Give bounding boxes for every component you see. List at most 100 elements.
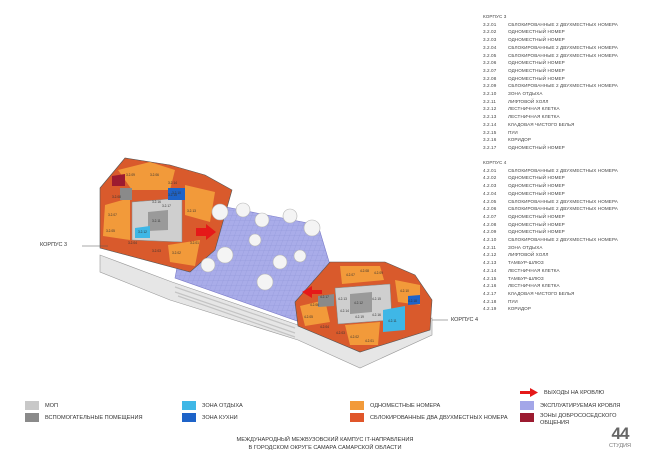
room-label: 4.2.03: [336, 331, 345, 335]
room-code: 3.2.13: [483, 114, 497, 120]
room-label: 3.2.03: [152, 249, 161, 253]
room-label: 4.2.12: [354, 301, 363, 305]
room-label: 3.2.09: [126, 173, 135, 177]
room-label: 3.2.12: [138, 230, 147, 234]
room-code: 4.2.05: [483, 198, 497, 204]
room-name: ОДНОМЕСТНЫЙ НОМЕР: [508, 183, 565, 189]
legend-exit: ВЫХОДЫ НА КРОВЛЮ: [520, 388, 604, 397]
legend-roof: ЭКСПЛУАТИРУЕМАЯ КРОВЛЯ: [520, 401, 620, 410]
room-label: 4.2.08: [360, 269, 369, 273]
room-code: 4.2.19: [483, 306, 497, 312]
room-code: 4.2.13: [483, 260, 497, 266]
roof-trees: [200, 202, 321, 291]
room-name: СБЛОКИРОВАННЫЕ 2 ДВУХМЕСТНЫХ НОМЕРА: [508, 167, 618, 173]
legend-swatch-single: [350, 401, 364, 410]
room-name: КОРИДОР: [508, 137, 532, 143]
room-name: ОДНОМЕСТНЫЙ НОМЕР: [508, 229, 565, 235]
room-name: КЛАДОВАЯ ЧИСТОГО БЕЛЬЯ: [508, 290, 575, 296]
room-name: СБЛОКИРОВАННЫЕ 2 ДВУХМЕСТНЫХ НОМЕРА: [508, 52, 618, 58]
room-code: 3.2.01: [483, 21, 497, 27]
room-name: ОДНОМЕСТНЫЙ НОМЕР: [508, 221, 565, 227]
room-label: 4.2.11: [388, 319, 397, 323]
room-name: СБЛОКИРОВАННЫЕ 2 ДВУХМЕСТНЫХ НОМЕРА: [508, 198, 618, 204]
room-name: ОДНОМЕСТНЫЙ НОМЕР: [508, 175, 565, 181]
schedule-row: 3.2.15 ПУИ: [483, 129, 618, 137]
roof-exit-arrow-right: [302, 286, 322, 298]
schedule-row: 4.2.09 ОДНОМЕСТНЫЙ НОМЕР: [483, 228, 618, 236]
legend-neighborly: ЗОНЫ ДОБРОСОСЕДСКОГО ОБЩЕНИЯ: [520, 413, 620, 426]
room-code: 3.2.11: [483, 98, 497, 104]
room-label: 4.2.17: [320, 295, 329, 299]
room-name: ПУИ: [508, 129, 518, 135]
project-caption: МЕЖДУНАРОДНЫЙ МЕЖВУЗОВСКИЙ КАМПУС IT-НАП…: [200, 436, 450, 452]
schedule-row: 4.2.05 СБЛОКИРОВАННЫЕ 2 ДВУХМЕСТНЫХ НОМЕР…: [483, 198, 618, 206]
room-name: СБЛОКИРОВАННЫЕ 2 ДВУХМЕСТНЫХ НОМЕРА: [508, 237, 618, 243]
room-label: 3.2.08: [112, 195, 121, 199]
room-name: ЛЕСТНИЧНАЯ КЛЕТКА: [508, 114, 560, 120]
room-name: ОДНОМЕСТНЫЙ НОМЕР: [508, 75, 565, 81]
exit-arrow-icon: [520, 388, 538, 397]
room-label: 4.2.18: [408, 299, 417, 303]
room-label: 3.2.04: [128, 241, 137, 245]
room-name: ОДНОМЕСТНЫЙ НОМЕР: [508, 60, 565, 66]
room-label: 3.2.11: [152, 219, 161, 223]
corpus-4-block: [294, 261, 433, 353]
legend-label-roof: ЭКСПЛУАТИРУЕМАЯ КРОВЛЯ: [540, 402, 621, 409]
room-code: 4.2.03: [483, 183, 497, 189]
room-name: КЛАДОВАЯ ЧИСТОГО БЕЛЬЯ: [508, 121, 575, 127]
legend-label-rest: ЗОНА ОТДЫХА: [202, 402, 243, 409]
room-name: ПУИ: [508, 298, 518, 304]
room-name: ТАМБУР-ШЛЮЗ: [508, 260, 544, 266]
studio-logo-subtitle: СТУДИЯ: [608, 443, 632, 449]
legend-label-single: ОДНОМЕСТНЫЕ НОМЕРА: [370, 402, 441, 409]
room-code: 3.2.15: [483, 129, 497, 135]
room-code: 4.2.09: [483, 229, 497, 235]
room-code: 4.2.12: [483, 252, 497, 258]
room-name: СБЛОКИРОВАННЫЕ 2 ДВУХМЕСТНЫХ НОМЕРА: [508, 206, 618, 212]
legend-label-double: СБЛОКИРОВАННЫЕ ДВА ДВУХМЕСТНЫХ НОМЕРА: [370, 414, 508, 421]
room-code: 4.2.11: [483, 244, 497, 250]
room-label: 3.2.05: [106, 229, 115, 233]
facade-windows: [174, 286, 296, 338]
room-label: 4.2.01: [365, 339, 374, 343]
corpus-3-block: [99, 157, 233, 273]
room-code: 3.2.14: [483, 121, 497, 127]
room-label: 3.2.06: [150, 173, 159, 177]
room-label: 4.2.04: [320, 325, 329, 329]
room-name: ЛЕСТНИЧНАЯ КЛЕТКА: [508, 106, 560, 112]
room-label: 3.2.15: [168, 193, 177, 197]
legend-kitchen: ЗОНА КУХНИ: [182, 413, 238, 422]
schedule-row: 4.2.13 ТАМБУР-ШЛЮЗ: [483, 259, 618, 267]
room-label: 4.2.14: [340, 309, 349, 313]
schedule-row: 3.2.14 КЛАДОВАЯ ЧИСТОГО БЕЛЬЯ: [483, 121, 618, 129]
caption-line-1: МЕЖДУНАРОДНЫЙ МЕЖВУЗОВСКИЙ КАМПУС IT-НАП…: [236, 437, 414, 443]
room-name: КОРИДОР: [508, 306, 532, 312]
room-label: 4.2.19: [355, 315, 364, 319]
room-code: 4.2.04: [483, 190, 497, 196]
room-name: ЛИФТОВОЙ ХОЛЛ: [508, 252, 549, 258]
room-code: 4.2.18: [483, 298, 497, 304]
room-name: СБЛОКИРОВАННЫЕ 2 ДВУХМЕСТНЫХ НОМЕРА: [508, 21, 618, 27]
legend-swatch-neighborly: [520, 413, 534, 422]
room-label: 3.2.14: [168, 181, 177, 185]
legend-label-neighborly: ЗОНЫ ДОБРОСОСЕДСКОГО ОБЩЕНИЯ: [540, 413, 617, 426]
room-label: 3.2.02: [172, 251, 181, 255]
legend-swatch-roof: [520, 401, 534, 410]
room-label: 4.2.06: [310, 303, 319, 307]
corpus-4-title: КОРПУС 4: [483, 160, 507, 165]
